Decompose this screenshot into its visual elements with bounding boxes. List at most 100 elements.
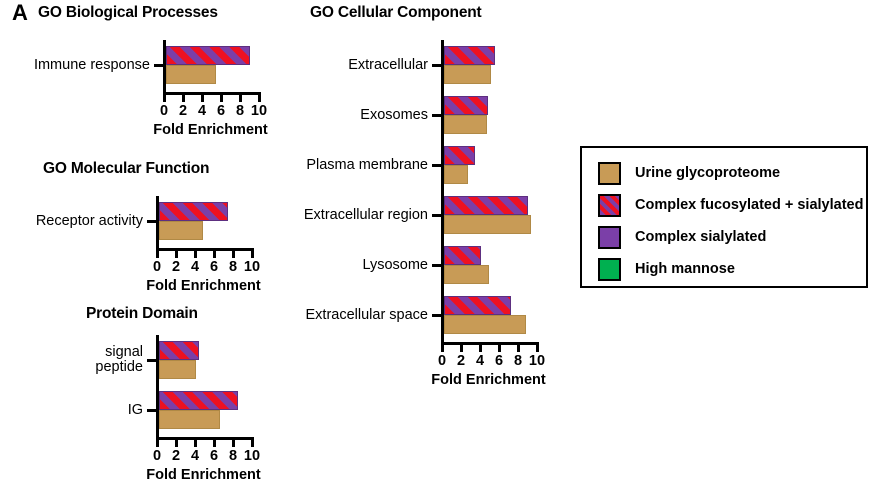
panel-title-cc: GO Cellular Component: [310, 4, 482, 21]
x-axis-tick: [536, 345, 539, 352]
green-swatch: [598, 258, 621, 281]
x-axis-tick: [213, 440, 216, 447]
x-axis-tick-label: 6: [209, 448, 219, 464]
x-axis-tick: [232, 251, 235, 258]
category-tick: [432, 314, 441, 317]
x-axis-tick-label: 2: [171, 259, 181, 275]
x-axis-tick-label: 4: [190, 448, 200, 464]
bar-urine-glycoproteome: [159, 360, 197, 379]
legend-item-label: High mannose: [635, 261, 735, 278]
category-tick: [147, 220, 156, 223]
x-axis-tick-label: 0: [152, 259, 162, 275]
x-axis-line: [156, 437, 254, 440]
category-tick: [432, 114, 441, 117]
x-axis-tick-label: 4: [197, 103, 207, 119]
x-axis-tick: [163, 95, 166, 102]
legend-item[interactable]: Urine glycoproteome: [598, 162, 780, 185]
bar-complex-fucosylated-sialylated: [166, 46, 250, 65]
panel-go-molecular-function: GO Molecular Function Receptor activity 0…: [36, 160, 288, 300]
x-axis-tick-label: 6: [494, 353, 504, 369]
x-axis-tick: [251, 251, 254, 258]
category-label: Extracellular space: [305, 306, 429, 323]
bar-urine-glycoproteome: [444, 165, 468, 184]
x-axis-tick-label: 4: [190, 259, 200, 275]
x-axis-title: Fold Enrichment: [146, 467, 261, 483]
panel-title-mf: GO Molecular Function: [43, 160, 210, 177]
x-axis-tick-label: 2: [456, 353, 466, 369]
bar-complex-fucosylated-sialylated: [444, 296, 512, 315]
x-axis-tick: [182, 95, 185, 102]
x-axis-tick: [232, 440, 235, 447]
category-tick: [432, 264, 441, 267]
x-axis-tick-label: 2: [178, 103, 188, 119]
purple-swatch: [598, 226, 621, 249]
x-axis-tick-label: 10: [250, 103, 268, 119]
x-axis-tick: [175, 251, 178, 258]
x-axis-tick: [220, 95, 223, 102]
legend-item[interactable]: Complex fucosylated + sialylated: [598, 194, 863, 217]
category-label: Receptor activity: [35, 212, 143, 229]
y-axis-line: [163, 40, 166, 92]
x-axis-tick-label: 6: [216, 103, 226, 119]
bar-complex-fucosylated-sialylated: [444, 196, 528, 215]
category-label: Extracellular: [348, 56, 428, 73]
legend-item-label: Complex fucosylated + sialylated: [635, 197, 864, 214]
x-axis-tick: [498, 345, 501, 352]
x-axis-tick: [201, 95, 204, 102]
x-axis-tick: [460, 345, 463, 352]
category-tick: [432, 164, 441, 167]
legend-item-label: Complex sialylated: [635, 229, 767, 246]
category-tick: [147, 359, 156, 362]
panel-title-bp: GO Biological Processes: [38, 4, 218, 21]
bar-urine-glycoproteome: [444, 265, 489, 284]
x-axis-tick-label: 8: [513, 353, 523, 369]
category-label: Lysosome: [362, 256, 428, 273]
x-axis-line: [441, 342, 539, 345]
legend-item[interactable]: High mannose: [598, 258, 735, 281]
category-tick: [432, 214, 441, 217]
x-axis-tick-label: 0: [437, 353, 447, 369]
hatched-red-purple-swatch: [598, 194, 621, 217]
bar-complex-fucosylated-sialylated: [159, 391, 238, 410]
category-tick: [154, 64, 163, 67]
bar-urine-glycoproteome: [444, 65, 491, 84]
x-axis-tick-label: 8: [228, 259, 238, 275]
bar-urine-glycoproteome: [444, 115, 487, 134]
x-axis-tick-label: 2: [171, 448, 181, 464]
bar-complex-fucosylated-sialylated: [444, 96, 488, 115]
bar-complex-fucosylated-sialylated: [159, 202, 229, 221]
x-axis-tick: [156, 251, 159, 258]
x-axis-tick: [156, 440, 159, 447]
x-axis-tick: [175, 440, 178, 447]
legend-item-label: Urine glycoproteome: [635, 165, 781, 182]
bar-complex-fucosylated-sialylated: [444, 146, 476, 165]
x-axis-tick-label: 10: [243, 259, 261, 275]
bar-urine-glycoproteome: [166, 65, 217, 84]
tan-swatch: [598, 162, 621, 185]
category-label: Plasma membrane: [306, 156, 428, 173]
x-axis-line: [163, 92, 261, 95]
y-axis-line: [156, 335, 159, 437]
y-axis-line: [156, 196, 159, 248]
x-axis-title: Fold Enrichment: [431, 372, 546, 388]
x-axis-line: [156, 248, 254, 251]
x-axis-tick-label: 8: [235, 103, 245, 119]
panel-letter: A: [12, 0, 28, 25]
category-label: IG: [127, 401, 143, 418]
legend-item[interactable]: Complex sialylated: [598, 226, 766, 249]
bar-complex-fucosylated-sialylated: [444, 46, 496, 65]
x-axis-tick-label: 6: [209, 259, 219, 275]
category-label: Extracellular region: [303, 206, 428, 223]
x-axis-tick-label: 0: [152, 448, 162, 464]
bar-urine-glycoproteome: [444, 215, 532, 234]
x-axis-tick: [213, 251, 216, 258]
x-axis-tick-label: 4: [475, 353, 485, 369]
x-axis-tick-label: 0: [159, 103, 169, 119]
x-axis-tick: [194, 440, 197, 447]
x-axis-tick: [194, 251, 197, 258]
y-axis-line: [441, 40, 444, 342]
x-axis-tick: [251, 440, 254, 447]
